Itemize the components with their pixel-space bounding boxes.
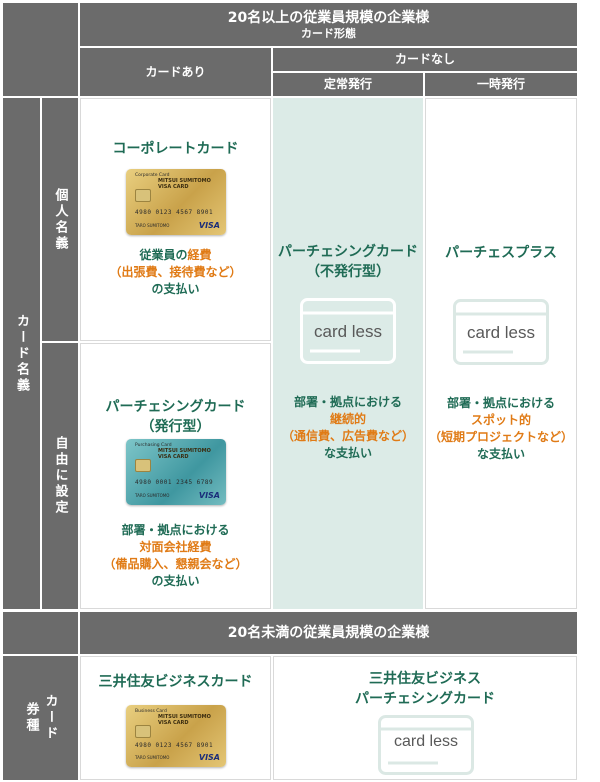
business-purchasing-title: 三井住友ビジネス パーチェシングカード <box>355 671 495 707</box>
card-number: 4980 0123 4567 8901 <box>135 742 214 749</box>
cell-purchasing-nonissued: パーチェシングカード （不発行型） card less 部署・拠点における 継続… <box>273 98 423 609</box>
card-holder: TARO SUMITOMO <box>135 493 170 498</box>
header-teijo: 定常発行 <box>273 73 423 96</box>
header-card-nashi: カードなし <box>273 48 577 71</box>
side-card-kenshu: カード券種 <box>3 656 78 780</box>
small-section-title: 20名未満の従業員規模の企業様 <box>227 625 430 641</box>
cell-business-purchasing: 三井住友ビジネス パーチェシングカード card less <box>273 656 577 780</box>
purchase-plus-title: パーチェスプラス <box>445 245 557 261</box>
header-card-ari-label: カードあり <box>145 65 206 79</box>
card-type-label: Corporate Card <box>135 173 170 178</box>
side-card-meigi-label: カード名義 <box>14 313 29 394</box>
corporate-card-desc: 従業員の経費 （出張費、接待費など） の支払い <box>109 248 242 296</box>
business-card-title: 三井住友ビジネスカード <box>98 674 253 690</box>
card-holder: TARO SUMITOMO <box>135 223 170 228</box>
cardless-text: card less <box>313 322 383 341</box>
card-number: 4980 0001 2345 6789 <box>135 479 214 486</box>
header-title: 20名以上の従業員規模の企業様 <box>227 10 430 26</box>
cardless-outline-icon <box>378 715 474 775</box>
cell-purchase-plus: パーチェスプラス card less 部署・拠点における スポット的 （短期プロ… <box>425 98 577 609</box>
chip-icon <box>135 189 151 202</box>
header-subtitle: カード形態 <box>301 27 356 40</box>
header-large-companies: 20名以上の従業員規模の企業様 カード形態 <box>80 3 577 46</box>
side-card-meigi: カード名義 <box>3 98 40 609</box>
visa-logo-icon: VISA <box>198 221 220 230</box>
cardless-icon: card less <box>300 298 396 364</box>
purchasing-nonissued-desc: 部署・拠点における 継続的 （通信費、広告費など） な支払い <box>281 395 414 460</box>
purchasing-issued-title: パーチェシングカード （発行型） <box>105 399 246 435</box>
chip-icon <box>135 725 151 738</box>
cell-business-card: 三井住友ビジネスカード Business Card MITSUI SUMITOM… <box>80 656 271 780</box>
header-teijo-label: 定常発行 <box>323 77 372 91</box>
side-jiyu-settei-label: 自由に設定 <box>52 436 68 516</box>
card-type-label: Purchasing Card <box>135 443 172 448</box>
cardless-icon: card less <box>453 299 549 365</box>
side-kojin-meigi-label: 個人名義 <box>52 187 68 252</box>
corporate-card-title: コーポレートカード <box>112 141 239 157</box>
cardless-icon: card less <box>378 715 474 775</box>
cell-corporate-card: コーポレートカード Corporate Card MITSUI SUMITOMO… <box>80 98 271 341</box>
cell-purchasing-issued: パーチェシングカード （発行型） Purchasing Card MITSUI … <box>80 343 271 609</box>
chip-icon <box>135 459 151 472</box>
small-corner <box>3 612 78 654</box>
side-jiyu-settei: 自由に設定 <box>42 343 78 609</box>
side-kojin-meigi: 個人名義 <box>42 98 78 341</box>
cardless-text: card less <box>393 733 459 750</box>
header-ichiji: 一時発行 <box>425 73 577 96</box>
header-ichiji-label: 一時発行 <box>476 77 525 91</box>
cardless-text: card less <box>466 323 536 342</box>
purchasing-issued-desc: 部署・拠点における 対面会社経費 （備品購入、懇親会など） の支払い <box>103 523 248 588</box>
cardless-outline-icon <box>453 299 549 365</box>
corner-cell <box>3 3 78 96</box>
visa-logo-icon: VISA <box>198 753 220 762</box>
purchase-plus-desc: 部署・拠点における スポット的 （短期プロジェクトなど） な支払い <box>428 396 573 461</box>
header-small-companies: 20名未満の従業員規模の企業様 <box>80 612 577 654</box>
header-card-ari: カードあり <box>80 48 271 96</box>
card-number: 4980 0123 4567 8901 <box>135 209 214 216</box>
purchasing-nonissued-title: パーチェシングカード （不発行型） <box>278 244 418 280</box>
visa-logo-icon: VISA <box>198 491 220 500</box>
cardless-outline-icon <box>300 298 396 364</box>
header-card-nashi-label: カードなし <box>394 52 455 66</box>
card-type-label: Business Card <box>135 709 167 714</box>
card-holder: TARO SUMITOMO <box>135 755 170 760</box>
side-card-kenshu-label: カード券種 <box>23 694 58 742</box>
